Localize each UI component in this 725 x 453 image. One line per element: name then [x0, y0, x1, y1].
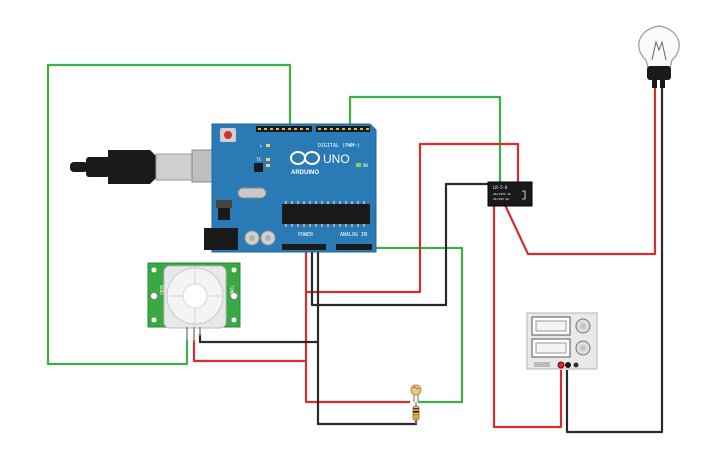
- board-model-text: UNO: [323, 152, 350, 166]
- led-on-label: ON: [363, 163, 368, 168]
- wire-red-relay-to-supply[interactable]: [492, 205, 563, 429]
- pir-label-right: TIME: [229, 285, 234, 295]
- led-l-label: L: [260, 143, 263, 148]
- arduino-logo: [290, 151, 320, 165]
- pir-motion-sensor[interactable]: SENS TIME: [147, 262, 241, 342]
- negative-terminal[interactable]: [565, 362, 571, 368]
- capacitor-1-top: [249, 235, 255, 241]
- power-switch[interactable]: [534, 362, 550, 367]
- pir-dome-center: [182, 283, 208, 309]
- wire-black-gnd-to-pir[interactable]: [198, 246, 320, 344]
- mount-hole: [231, 317, 237, 323]
- resistor[interactable]: [412, 402, 420, 424]
- bulb-filament: [651, 40, 667, 61]
- relay-label-bot: 2A/30V DC: [493, 197, 509, 201]
- capacitor-2-top: [265, 235, 271, 241]
- arduino-uno-board[interactable]: DIGITAL (PWM~) UNO ARDUINO L TX RX ON: [204, 123, 377, 253]
- wire-black-gnd-to-resistor[interactable]: [316, 342, 418, 426]
- wire-green-arduino-to-relay[interactable]: [348, 95, 502, 183]
- usb-cable: [70, 149, 231, 184]
- voltage-display-window: [535, 320, 567, 332]
- relay-label-top: LR-5-8: [493, 185, 508, 190]
- wire-red-relay-to-bulb[interactable]: [504, 88, 657, 256]
- positive-terminal[interactable]: [557, 361, 565, 369]
- mount-hole: [231, 267, 237, 273]
- wire-red-5v-to-relay[interactable]: [304, 142, 520, 294]
- sensitivity-pot[interactable]: [150, 292, 158, 300]
- voltage-knob-center: [580, 323, 586, 329]
- led-tx-label: TX: [256, 157, 261, 162]
- reset-button-cap: [224, 131, 232, 139]
- relay-label-mid: 2A/125V AC: [493, 192, 511, 196]
- bulb-socket-pin-right: [660, 80, 665, 88]
- mount-hole: [151, 317, 157, 323]
- power-header: [282, 244, 326, 250]
- pir-pins: [186, 327, 201, 342]
- relay-module[interactable]: LR-5-8 2A/125V AC 2A/30V DC: [487, 181, 533, 207]
- ground-terminal[interactable]: [573, 362, 579, 368]
- digital-header-label: DIGITAL (PWM~): [318, 143, 360, 149]
- regulator-tab: [216, 200, 232, 208]
- wire-red-5v-to-ldr[interactable]: [304, 361, 410, 404]
- board-brand-text: ARDUINO: [291, 170, 319, 176]
- wires: [46, 63, 664, 434]
- power-jack[interactable]: [204, 228, 238, 250]
- led-tx: [266, 158, 270, 161]
- led-l: [266, 144, 270, 147]
- bulb-glass: [638, 25, 680, 69]
- wire-black-gnd-to-relay[interactable]: [310, 182, 490, 307]
- wire-red-5v-to-pir[interactable]: [192, 292, 308, 363]
- power-supply[interactable]: [526, 312, 598, 370]
- pir-label-left: SENS: [159, 285, 164, 295]
- light-bulb[interactable]: [638, 25, 680, 88]
- bulb-socket-pin-left: [652, 80, 657, 88]
- chip-pins: [285, 201, 365, 227]
- analog-header: [336, 244, 372, 250]
- current-display-window: [535, 342, 567, 354]
- bulb-socket: [647, 66, 671, 80]
- power-header-label: POWER: [298, 232, 314, 238]
- digital-pins: [258, 128, 369, 130]
- photoresistor[interactable]: [410, 384, 422, 402]
- analog-header-label: ANALOG IN: [340, 232, 367, 238]
- wire-black-supply-to-bulb[interactable]: [565, 88, 664, 434]
- pir-dome-facets: [167, 268, 223, 324]
- led-on: [356, 163, 361, 167]
- current-knob-center: [580, 345, 586, 351]
- wire-green-pir-to-arduino[interactable]: [46, 63, 292, 366]
- crystal-oscillator: [237, 187, 267, 199]
- atmega-chip: [282, 204, 370, 224]
- time-pot[interactable]: [230, 292, 238, 300]
- voltage-regulator: [218, 208, 230, 220]
- led-rx: [266, 164, 270, 167]
- usb-chip: [254, 163, 263, 172]
- mount-hole: [151, 267, 157, 273]
